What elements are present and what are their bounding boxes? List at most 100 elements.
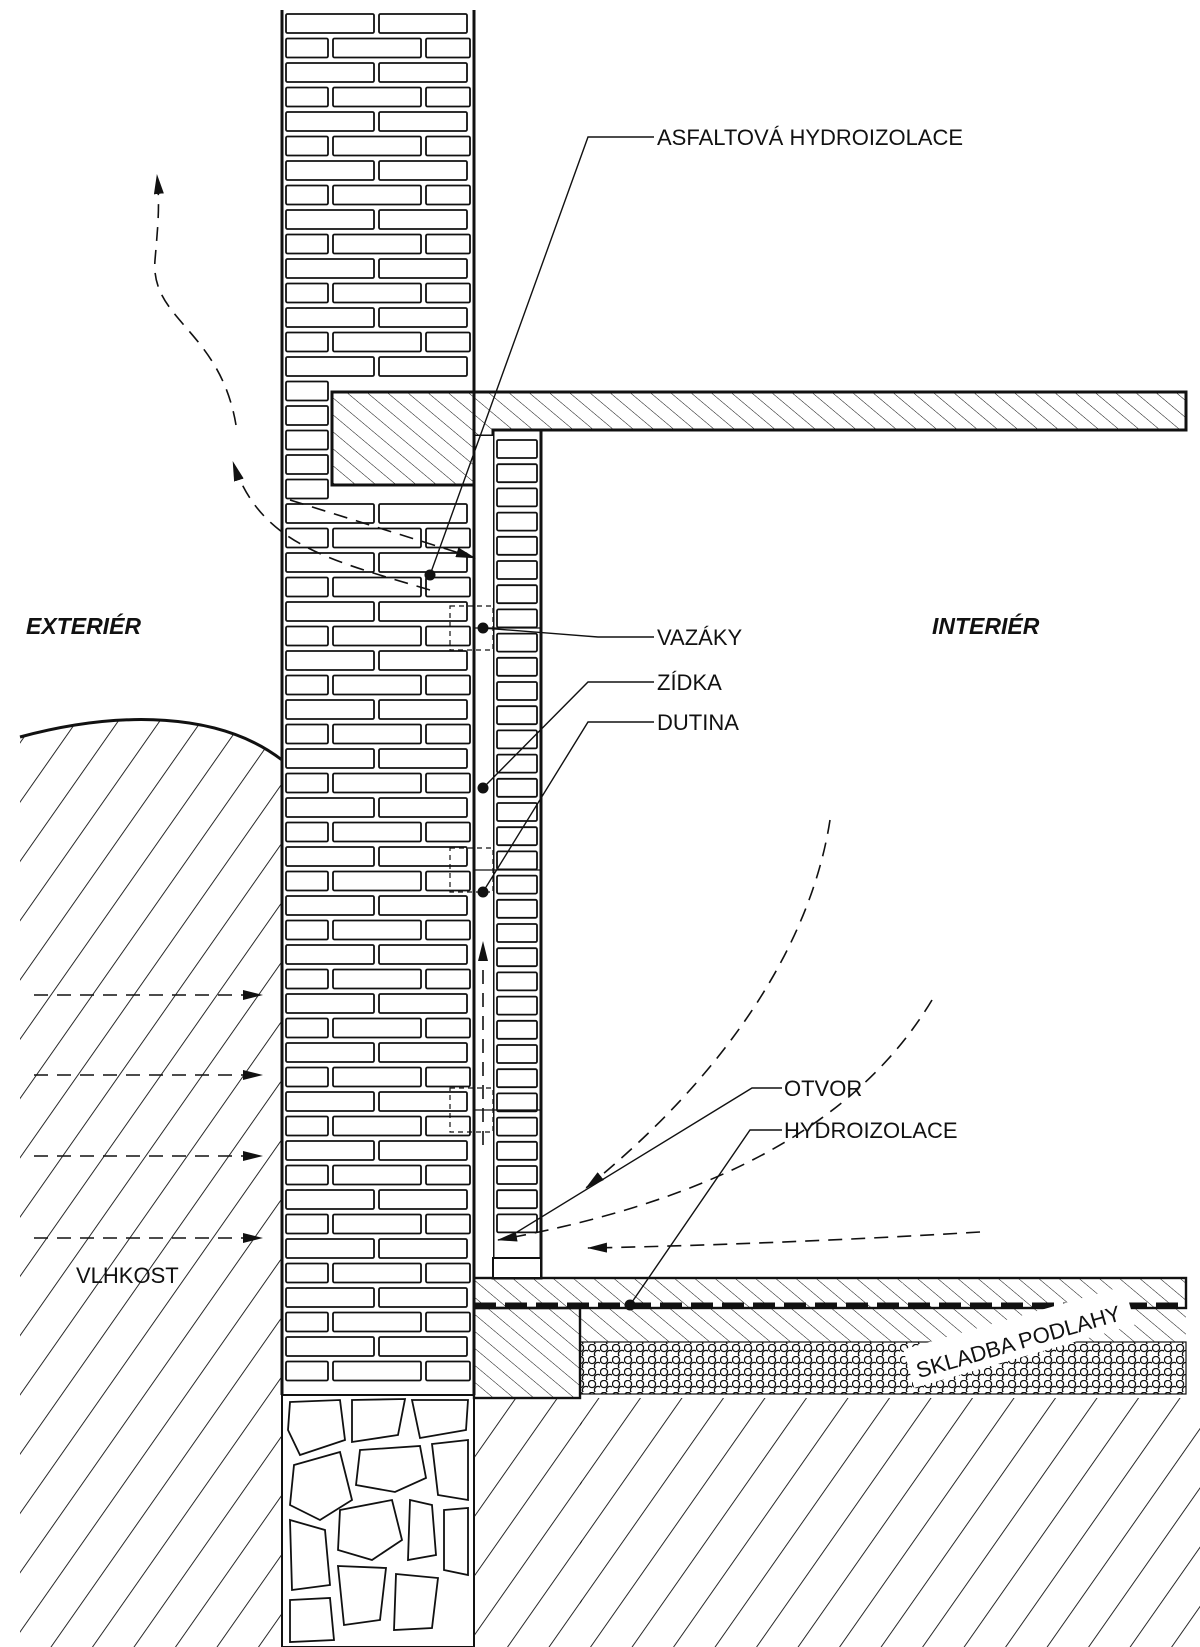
brick <box>285 1115 329 1137</box>
brick <box>285 380 329 402</box>
brick <box>285 1360 329 1382</box>
brick <box>285 748 375 769</box>
brick <box>378 13 468 34</box>
brick <box>332 919 422 941</box>
brick <box>378 993 468 1014</box>
brick <box>496 971 538 992</box>
brick <box>332 1115 422 1137</box>
brick <box>496 874 538 895</box>
brick <box>378 650 468 671</box>
brick <box>332 674 422 696</box>
brick <box>332 1017 422 1039</box>
brick <box>425 1066 471 1088</box>
brick <box>496 923 538 943</box>
stone-foundation <box>281 1394 475 1647</box>
inner-brick-leaf <box>491 428 543 1280</box>
brick <box>425 1017 471 1039</box>
brick <box>285 1189 375 1210</box>
brick <box>285 62 375 83</box>
brick <box>378 160 468 181</box>
label-asphalt-membrane: ASFALTOVÁ HYDROIZOLACE <box>657 125 963 150</box>
brick <box>285 503 375 524</box>
brick <box>332 135 422 157</box>
brick <box>285 919 329 941</box>
brick <box>496 753 538 774</box>
brick <box>425 86 471 108</box>
brick <box>285 135 329 157</box>
brick <box>332 527 422 549</box>
brick <box>425 233 471 255</box>
brick <box>378 503 468 524</box>
brick <box>425 674 471 696</box>
brick <box>425 821 471 843</box>
brick <box>425 1164 471 1186</box>
brick <box>285 1164 329 1186</box>
brick <box>496 487 538 508</box>
brick <box>285 1042 375 1063</box>
label-moisture: VLHKOST <box>76 1263 179 1288</box>
brick <box>378 846 468 867</box>
brick <box>285 1262 329 1284</box>
brick <box>496 777 538 798</box>
brick <box>285 650 375 671</box>
brick <box>378 1091 468 1112</box>
label-cavity: DUTINA <box>657 710 739 735</box>
brick <box>378 699 468 720</box>
brick <box>425 527 471 549</box>
brick <box>496 608 538 629</box>
brick <box>285 968 329 990</box>
brick <box>378 1140 468 1161</box>
brick <box>378 1042 468 1063</box>
brick <box>425 1360 471 1382</box>
brick <box>332 1066 422 1088</box>
brick <box>285 1213 329 1235</box>
brick <box>285 356 375 377</box>
outer-brick-wall <box>280 10 476 1395</box>
brick <box>285 870 329 892</box>
brick <box>285 184 329 206</box>
cavity-gap <box>474 436 493 1278</box>
wall-ties <box>449 605 541 1133</box>
brick <box>496 1165 538 1185</box>
brick <box>425 1213 471 1235</box>
brick <box>285 576 329 598</box>
brick <box>378 1336 468 1357</box>
brick <box>285 699 375 720</box>
label-damp-proofing: HYDROIZOLACE <box>784 1118 958 1143</box>
brick <box>496 898 538 919</box>
brick <box>285 429 329 451</box>
brick <box>285 160 375 181</box>
brick <box>378 797 468 818</box>
brick <box>425 1311 471 1333</box>
brick <box>496 995 538 1016</box>
brick <box>332 1311 422 1333</box>
brick <box>332 576 422 598</box>
brick <box>496 705 538 726</box>
brick <box>285 37 329 59</box>
brick <box>285 1066 329 1088</box>
brick <box>425 723 471 745</box>
brick <box>285 821 329 843</box>
brick <box>332 331 422 353</box>
brick <box>332 772 422 794</box>
brick <box>332 723 422 745</box>
label-opening: OTVOR <box>784 1076 862 1101</box>
brick <box>425 625 471 647</box>
brick <box>496 511 538 532</box>
brick <box>496 535 538 556</box>
brick <box>285 1238 375 1259</box>
brick <box>425 1115 471 1137</box>
brick <box>496 439 538 459</box>
brick <box>425 968 471 990</box>
label-exterior: EXTERIÉR <box>26 612 141 639</box>
brick <box>285 1336 375 1357</box>
brick <box>496 1189 538 1210</box>
brick <box>285 1287 375 1308</box>
brick <box>285 405 329 426</box>
brick <box>378 356 468 377</box>
brick <box>332 282 422 304</box>
brick <box>496 947 538 968</box>
brick <box>285 13 375 34</box>
brick <box>425 919 471 941</box>
